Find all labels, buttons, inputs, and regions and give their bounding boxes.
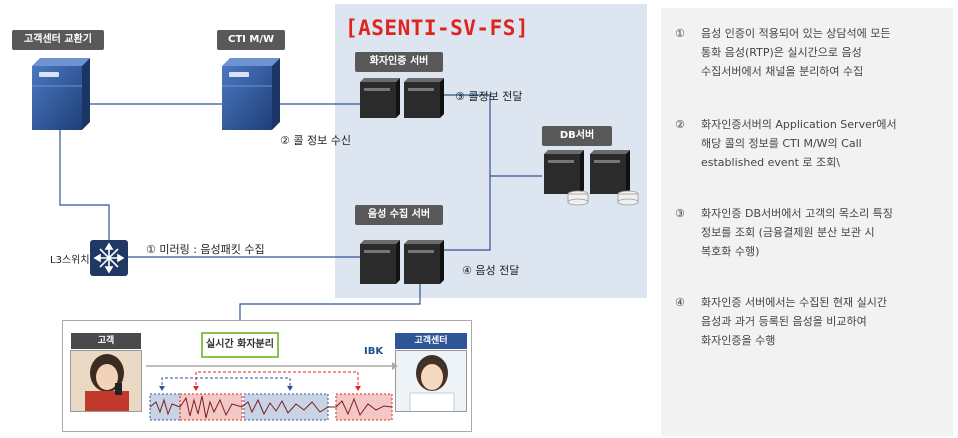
line-speaker-db [416, 94, 542, 177]
customer-tag: 고객 [71, 333, 141, 349]
note-4-line-3: 화자인증을 수행 [701, 334, 776, 347]
l3-switch-label: L3스위치 [50, 255, 90, 266]
note-1-num: ① [675, 27, 685, 40]
note-4: ④ 화자인증 서버에서는 수집된 현재 실시간 음성과 과거 등록된 음성을 비… [675, 293, 947, 350]
rec-server-label: 음성 수집 서버 [355, 205, 443, 225]
note-2: ② 화자인증서버의 Application Server에서 해당 콜의 정보를… [675, 115, 947, 172]
note-3-line-2: 정보를 조회 (금융결제원 분산 보관 시 [701, 226, 875, 239]
note-3-num: ③ [675, 207, 685, 220]
note-3-line-1: 화자인증 DB서버에서 고객의 목소리 특징 [701, 207, 893, 220]
cti-label: CTI M/W [217, 30, 285, 50]
note-1-line-3: 수집서버에서 채널을 분리하여 수집 [701, 65, 864, 78]
note-1-line-1: 음성 인증이 적용되어 있는 상담석에 모든 [701, 27, 891, 40]
note-4-line-1: 화자인증 서버에서는 수집된 현재 실시간 [701, 296, 888, 309]
cti-server-icon [222, 58, 280, 130]
line-rec-panel [239, 282, 421, 320]
flow-call-info-receive: ② 콜 정보 수신 [280, 134, 351, 147]
note-2-line-2: 해당 콜의 정보를 CTI M/W의 Call [701, 137, 862, 150]
note-2-line-1: 화자인증서버의 Application Server에서 [701, 118, 897, 131]
note-3-line-3: 복호화 수행) [701, 245, 760, 258]
pbx-server-icon [32, 58, 90, 130]
waveform-graphic [146, 362, 398, 421]
flow-voice-forward: ④ 음성 전달 [462, 264, 520, 277]
zone-title: [ASENTI-SV-FS] [345, 16, 530, 40]
notes-panel [661, 8, 953, 436]
speaker-server-label: 화자인증 서버 [355, 52, 443, 72]
note-1-line-2: 통화 음성(RTP)은 실시간으로 음성 [701, 46, 862, 59]
flow-mirroring: ① 미러링 : 음성패킷 수집 [146, 243, 265, 256]
note-3: ③ 화자인증 DB서버에서 고객의 목소리 특징 정보를 조회 (금융결제원 분… [675, 204, 947, 261]
agent-photo [395, 350, 467, 412]
customer-photo [70, 350, 142, 412]
note-2-num: ② [675, 118, 685, 131]
note-1: ① 음성 인증이 적용되어 있는 상담석에 모든 통화 음성(RTP)은 실시간… [675, 24, 947, 81]
note-2-line-3: established event 로 조회\ [701, 156, 840, 169]
center-tag: 고객센터 [395, 333, 467, 349]
l3-switch-icon [90, 240, 128, 276]
split-label: 실시간 화자분리 [201, 332, 279, 358]
note-4-line-2: 음성과 과거 등록된 음성을 비교하여 [701, 315, 867, 328]
flow-call-info-forward: ③ 콜정보 전달 [455, 90, 523, 103]
db-server-label: DB서버 [542, 126, 612, 146]
bank-logo: IBK [364, 346, 384, 357]
speaker-server-icon [360, 78, 444, 118]
db-server-icon [544, 150, 639, 206]
note-4-num: ④ [675, 296, 685, 309]
rec-server-icon [360, 240, 444, 284]
pbx-label: 고객센터 교환기 [12, 30, 104, 50]
line-pbx-switch [59, 130, 110, 240]
